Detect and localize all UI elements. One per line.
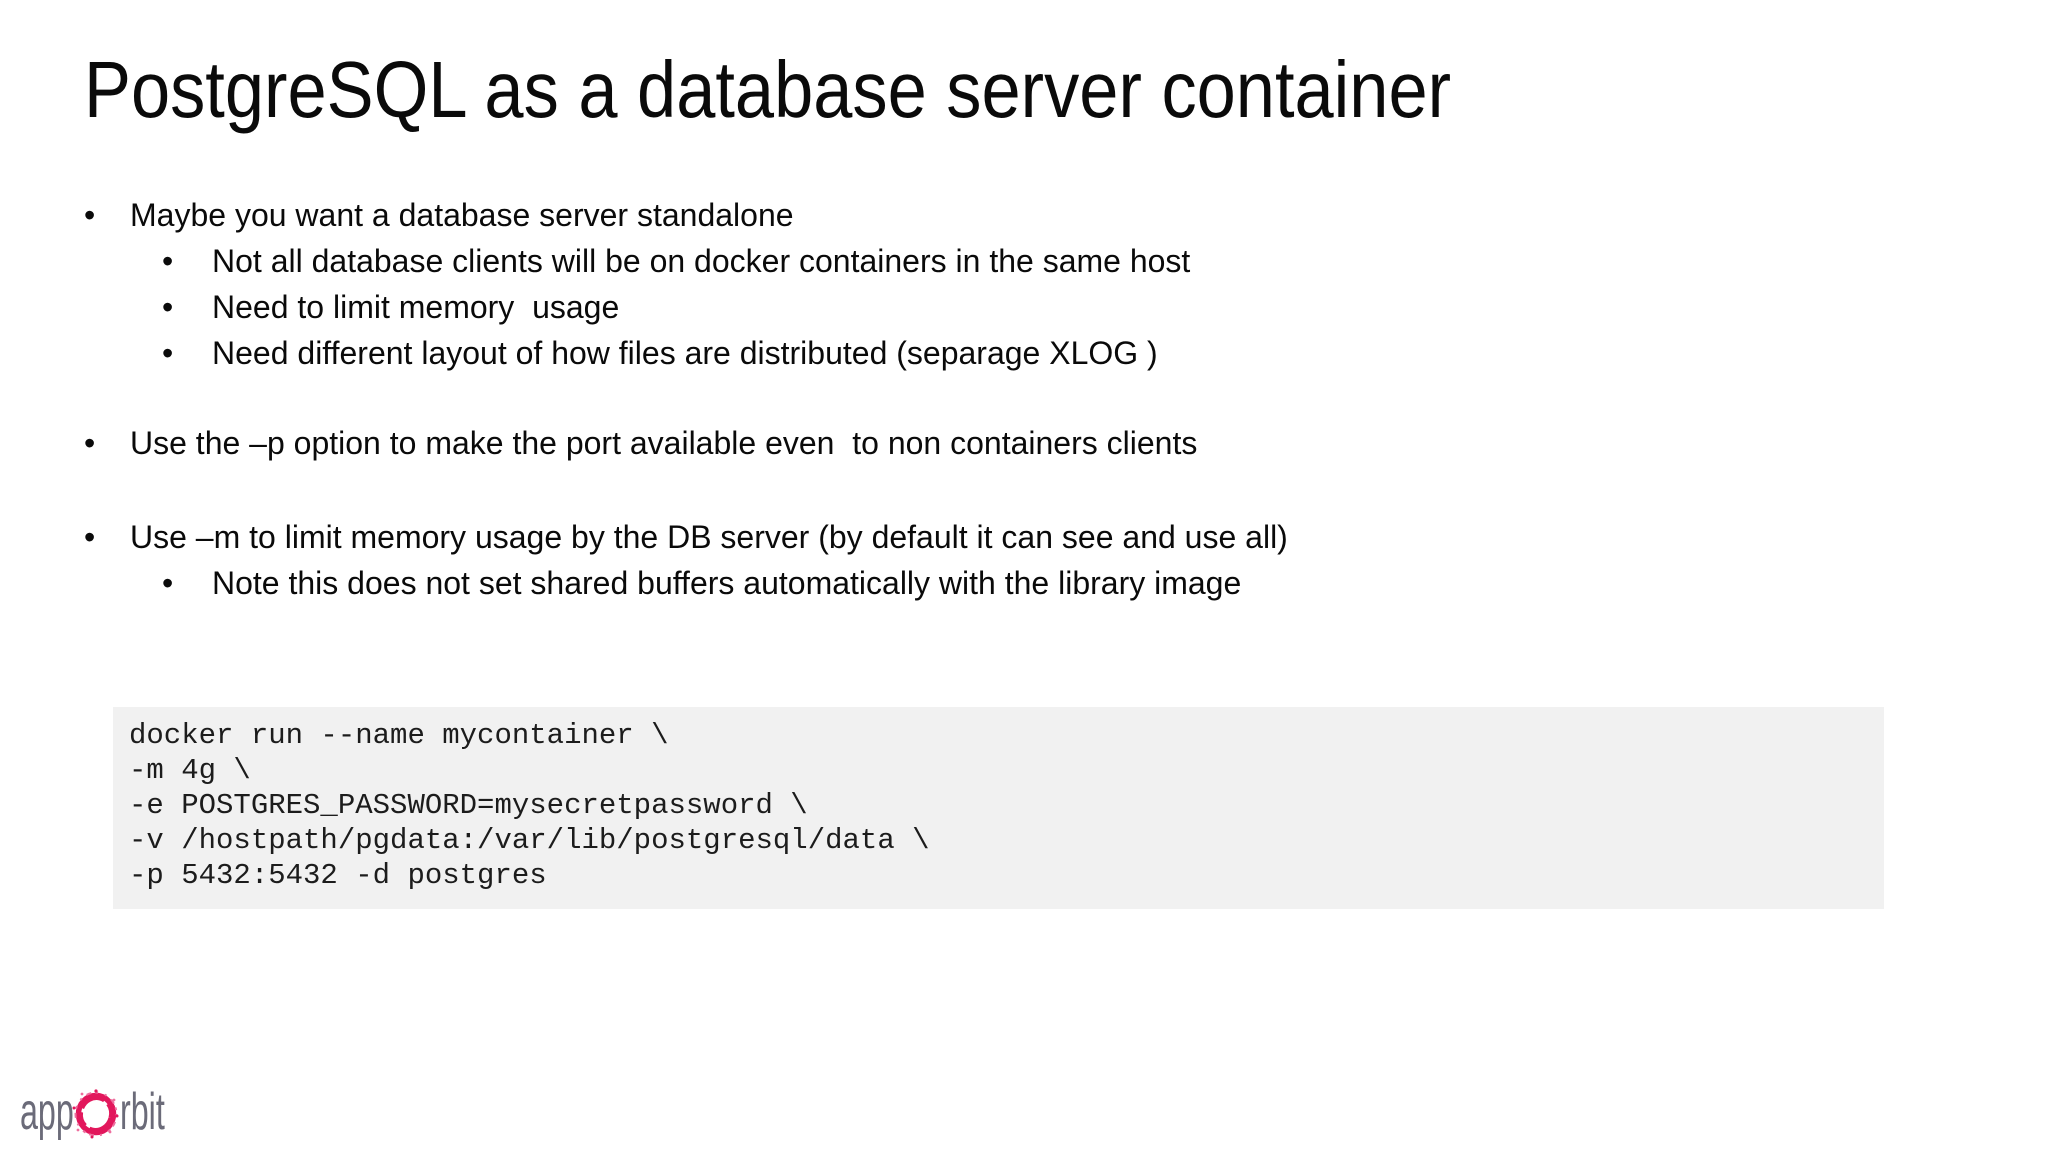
bullet-text: Use –m to limit memory usage by the DB s… (130, 519, 1288, 555)
bullet-marker: • (84, 425, 96, 461)
code-line: docker run --name mycontainer \ (129, 719, 669, 752)
bullet-item: • Not all database clients will be on do… (0, 238, 1900, 284)
bullet-text: Not all database clients will be on dock… (212, 243, 1191, 279)
page-title: PostgreSQL as a database server containe… (84, 45, 1452, 134)
scribble-ring-icon (72, 1089, 119, 1139)
bullet-text: Use the –p option to make the port avail… (130, 425, 1198, 461)
bullet-item: • Need different layout of how files are… (0, 330, 1900, 376)
bullet-item: • Use the –p option to make the port ava… (0, 420, 1900, 466)
logo-text-rbit: rbit (120, 1083, 165, 1141)
bullet-text: Need different layout of how files are d… (212, 335, 1158, 371)
logo-text-app: app (20, 1083, 74, 1141)
code-line: -e POSTGRES_PASSWORD=mysecretpassword \ (129, 789, 808, 822)
code-line: -m 4g \ (129, 754, 251, 787)
bullet-item: • Need to limit memory usage (0, 284, 1900, 330)
code-line: -v /hostpath/pgdata:/var/lib/postgresql/… (129, 824, 930, 857)
code-block: docker run --name mycontainer \ -m 4g \ … (113, 707, 1884, 909)
bullet-marker: • (162, 565, 174, 601)
bullet-marker: • (84, 197, 96, 233)
bullet-item: • Maybe you want a database server stand… (0, 192, 1900, 238)
bullet-marker: • (162, 243, 174, 279)
bullet-item: • Note this does not set shared buffers … (0, 560, 1900, 606)
apporbit-logo: app rbit (20, 1086, 190, 1142)
bullet-text: Need to limit memory usage (212, 289, 620, 325)
bullet-list: • Maybe you want a database server stand… (0, 192, 1900, 606)
bullet-item: • Use –m to limit memory usage by the DB… (0, 514, 1900, 560)
bullet-text: Maybe you want a database server standal… (130, 197, 794, 233)
bullet-marker: • (84, 519, 96, 555)
bullet-text: Note this does not set shared buffers au… (212, 565, 1242, 601)
code-line: -p 5432:5432 -d postgres (129, 859, 547, 892)
bullet-marker: • (162, 289, 174, 325)
bullet-marker: • (162, 335, 174, 371)
